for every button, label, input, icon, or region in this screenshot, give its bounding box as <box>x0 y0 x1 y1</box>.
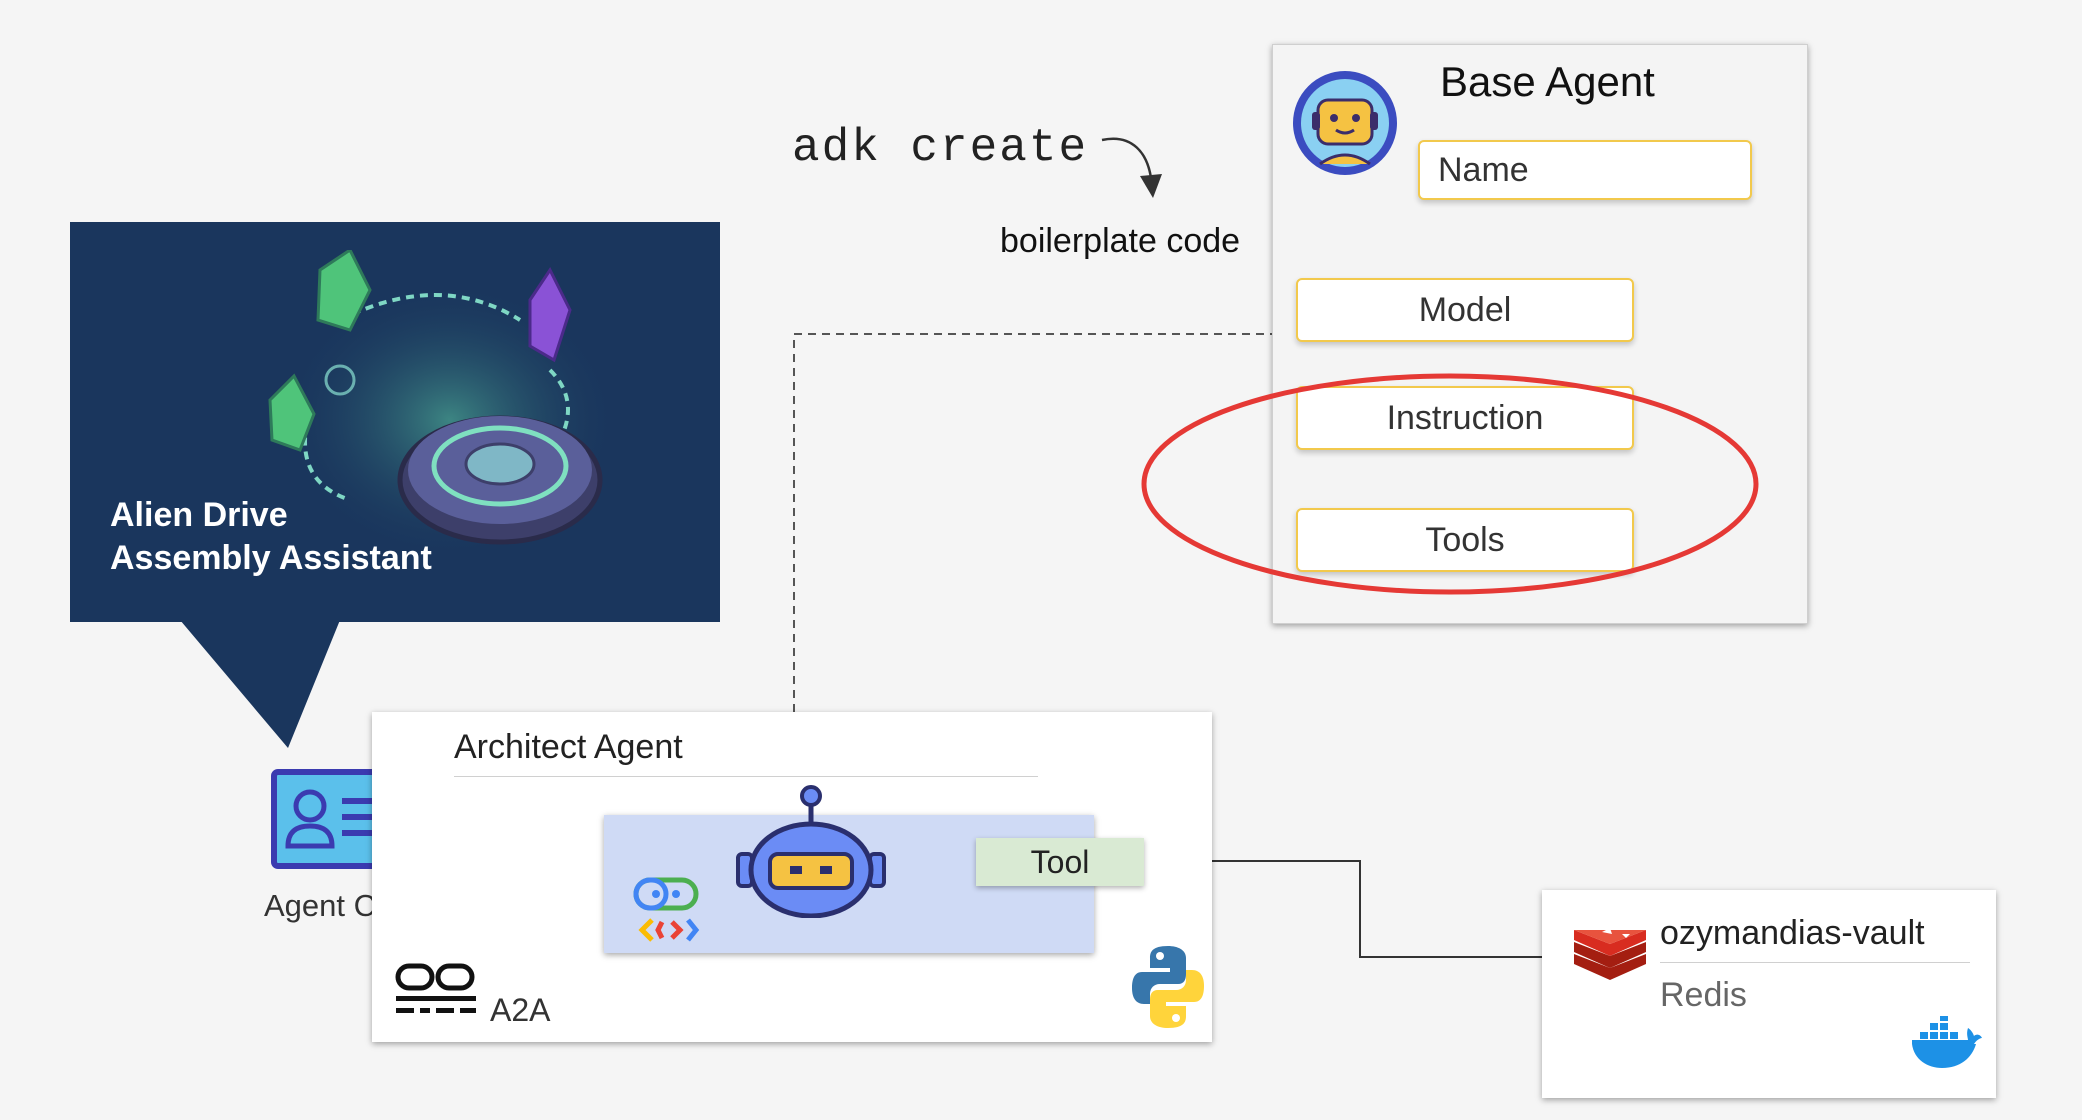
code-icon <box>633 877 700 942</box>
redis-icon <box>1574 928 1646 980</box>
boilerplate-caption: boilerplate code <box>1000 222 1241 260</box>
a2a-label: A2A <box>490 992 551 1028</box>
tools-field: Tools <box>1296 508 1634 572</box>
base-agent-title: Base Agent <box>1440 58 1655 105</box>
robot-avatar-icon <box>1293 71 1397 175</box>
vault-title: ozymandias-vault <box>1660 914 1925 952</box>
robot-head-icon <box>736 785 886 918</box>
vault-card <box>1542 890 1996 1098</box>
title-divider <box>454 776 1038 777</box>
model-field: Model <box>1296 278 1634 342</box>
highlight-ellipse <box>1141 373 1759 595</box>
curved-arrow-head <box>1140 174 1162 198</box>
vault-divider <box>1660 962 1970 963</box>
architect-agent-title: Architect Agent <box>454 728 683 766</box>
adk-create-command: adk create <box>792 122 1089 174</box>
alien-drive-title: Alien Drive Assembly Assistant <box>110 496 432 577</box>
speech-pointer <box>180 620 340 748</box>
crystal-illustration <box>268 250 620 560</box>
vault-subtitle: Redis <box>1660 976 1747 1014</box>
tool-tag: Tool <box>976 838 1144 886</box>
a2a-icon <box>395 963 476 1013</box>
name-field: Name <box>1418 140 1752 200</box>
python-icon <box>1132 946 1204 1028</box>
instruction-field: Instruction <box>1296 386 1634 450</box>
docker-icon <box>1912 1016 1982 1068</box>
id-card-icon <box>271 769 397 869</box>
curved-arrow <box>1101 137 1154 189</box>
